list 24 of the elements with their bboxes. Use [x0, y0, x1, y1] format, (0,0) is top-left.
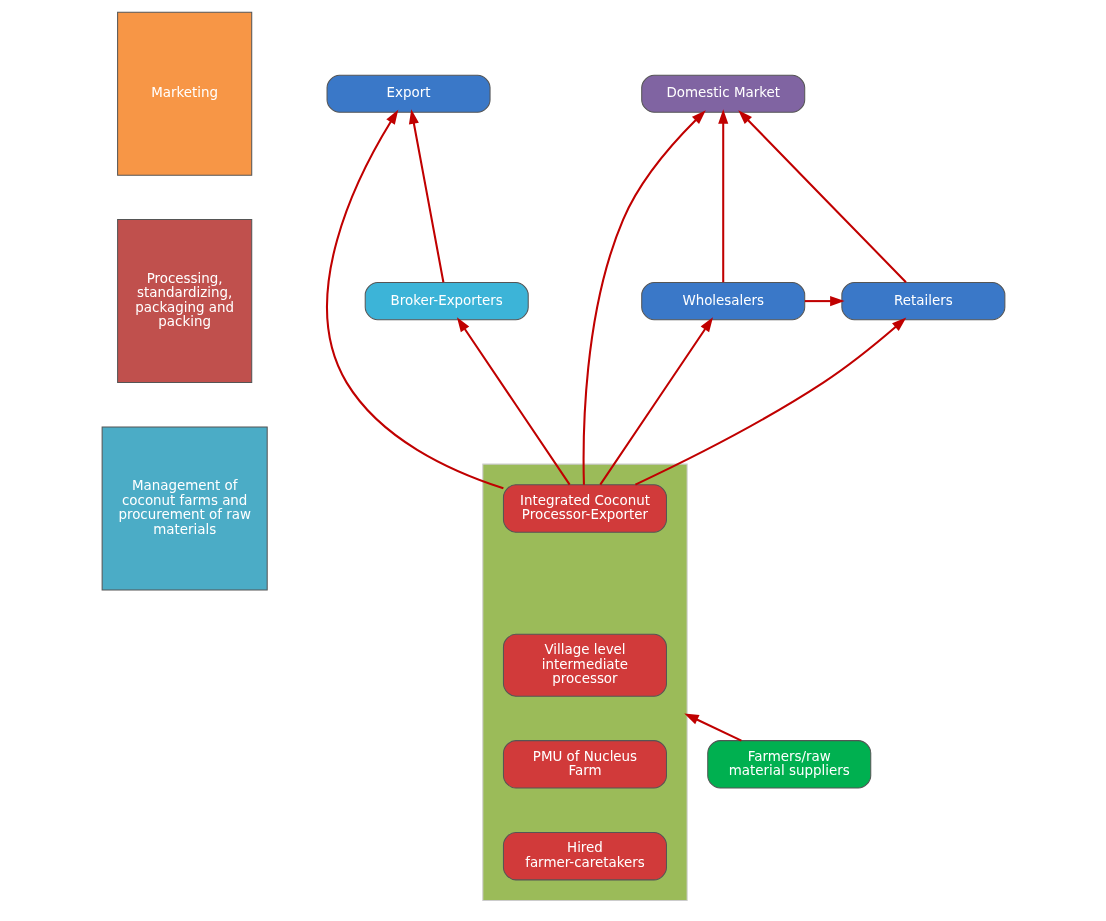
node-box: Farmers/raw material suppliers	[706, 740, 871, 789]
arrow	[408, 109, 444, 283]
node-box: PMU of Nucleus Farm	[502, 740, 667, 789]
node-box: Management of coconut farms and procurement of raw materials	[101, 426, 268, 591]
node-box: Processing, standardizing, packaging and packing	[116, 219, 252, 384]
node-box: Broker-Exporters	[364, 282, 529, 321]
arrow	[737, 110, 907, 283]
arrow	[634, 317, 906, 486]
arrow	[325, 109, 504, 490]
arrow	[683, 713, 742, 742]
cluster	[481, 463, 688, 902]
node-box: Domestic Market	[640, 74, 805, 113]
arrow	[582, 110, 706, 485]
node-box: Export	[326, 74, 491, 113]
node-box: Hired farmer-caretakers	[502, 831, 667, 881]
node-box: Retailers	[840, 282, 1005, 321]
node-box: Integrated Coconut Processor-Exporter	[502, 484, 667, 533]
node-box: Wholesalers	[640, 282, 805, 321]
arrow	[804, 296, 845, 307]
arrow	[717, 109, 728, 283]
node-box: Marketing	[116, 11, 252, 176]
arrow	[598, 317, 713, 486]
node-box: Village level intermediate processor	[502, 633, 667, 697]
arrow	[456, 317, 570, 486]
